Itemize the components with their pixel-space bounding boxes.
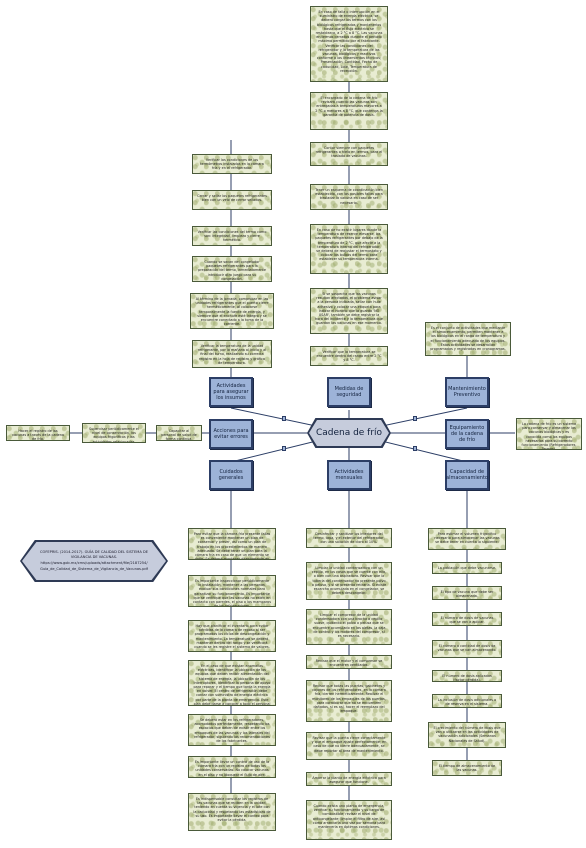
bottom-center-card-4: Revisar que el motor y el compresor se e… [306,655,392,669]
bottom-right-card-3: El tipo de vacuna que debe ser almacenad… [432,586,502,600]
top-center-card-1: En caso de falla o interrupción en el su… [310,6,388,82]
bottom-right-card-2: La población que debe vacunarse. [432,562,502,574]
connector-square [413,416,417,421]
bottom-left-card-5: Se deberá estar en los refrigeradores, a… [188,714,276,746]
bottom-right-card-7: La inclusión de dosis adicionales o de r… [432,694,502,708]
bottom-right-card-5: El número o cantidad de dosis de vacunas… [432,640,502,658]
top-center-card-5: En caso de no existir lugares donde la t… [310,224,388,274]
branch-cuidados-generales[interactable]: Cuidados generales [209,460,253,490]
left-card-supervisar: Supervisar periódicamente el nivel de co… [82,423,146,443]
bottom-right-card-9: El tiempo de almacenamiento de las vacun… [432,760,502,776]
bottom-left-card-6: Es importante llevar un control de uso d… [188,756,276,778]
bottom-center-card-7: Amarrar la planta de energía eléctrica p… [306,772,392,786]
bottom-left-card-3: Hay que planificar el inventario para ev… [188,620,276,652]
branch-actividades-mensuales[interactable]: Actividades mensuales [327,460,371,490]
top-left-card-3: Verificar las condiciones del termo como… [192,226,272,246]
mantenimiento-description: Es el conjunto de actividades que median… [425,322,511,356]
top-left-card-2: Cerrar y sellar los paquetes refrigerant… [192,190,272,210]
top-left-card-6: Verificar la temperatura de la unidad re… [192,340,272,368]
bottom-center-card-6: Revisar que la puerta cierre correctamen… [306,732,392,760]
branch-capacidad-almacenamiento[interactable]: Capacidad de almacenamiento [445,460,489,490]
reference-box: COFEPRIS. (2014-2017). GUÍA DE CALIDAD D… [22,542,166,580]
branch-equipamiento[interactable]: Equipamiento de la cadena de frío [445,419,489,449]
bottom-center-card-5: Revisar que todas las puertas, gabinetes… [306,680,392,722]
connector-square [282,416,286,421]
bottom-right-card-1: Para estimar el volumen frigorífico nece… [428,528,506,550]
bottom-left-card-4: En el caso de que existan anomalías eléc… [188,660,276,706]
bottom-right-card-8: El crecimiento del número de dosis que v… [428,722,506,748]
bottom-center-card-1: Desinfectar y sanitizar los interiores d… [306,528,392,548]
central-node[interactable]: Cadena de frío [309,420,389,446]
connector-square [413,446,417,451]
top-left-card-5: Al término de la jornada, comprobar en l… [190,293,274,329]
bottom-center-card-3: Limpiar el compresor de la unidad conden… [306,609,392,645]
branch-medidas-seguridad[interactable]: Medidas de seguridad [327,377,371,407]
bottom-center-card-8: Cuando exista una planta de emergencia, … [306,800,392,840]
bottom-right-card-6: El número de dosis aplicadas (factor pér… [432,670,502,682]
top-center-card-7: Verificar que la temperatura se encuentr… [310,346,388,366]
top-center-card-3: Contar siempre con paquetes refrigerante… [310,142,388,166]
top-center-card-4: Tener un esquema de coordinación bien es… [310,184,388,210]
left-card-registro: Hacer el registro de las vacunas a travé… [6,425,70,441]
top-left-card-4: Cuando se sacan del congelador paquetes … [192,256,272,282]
bottom-right-card-4: El número de dosis de vacunas que se van… [432,612,502,626]
bottom-left-card-2: Es importante inspeccionar periódicament… [188,575,276,607]
top-center-card-6: Si se sospecha que las vacunas resultan … [310,288,388,334]
branch-actividades-asegurar-insumos[interactable]: Actividades para asegurar los insumos [209,377,253,407]
branch-mantenimiento-preventivo[interactable]: Mantenimiento Preventivo [445,377,489,407]
top-left-card-1: Verificar las condiciones de los termóme… [192,154,272,174]
bottom-center-card-2: Limpiar la unidad condensadora con un ce… [306,562,392,600]
left-card-capacitar: Capacitar al personal de salud de forma … [156,425,202,441]
definition-card: La cadena de frío es un sistema para con… [516,418,582,450]
central-title: Cadena de frío [315,428,383,438]
top-center-card-2: El encargado de la cadena de frío revisa… [310,92,388,130]
bottom-left-card-7: Es indispensable consultar los registros… [188,793,276,831]
reference-text: COFEPRIS. (2014-2017). GUÍA DE CALIDAD D… [39,549,148,571]
branch-acciones-evitar-errores[interactable]: Acciones para evitar errores [209,419,253,449]
connector-square [282,446,286,451]
bottom-left-card-1: Para evitar que la cámara fría presente … [188,528,276,560]
